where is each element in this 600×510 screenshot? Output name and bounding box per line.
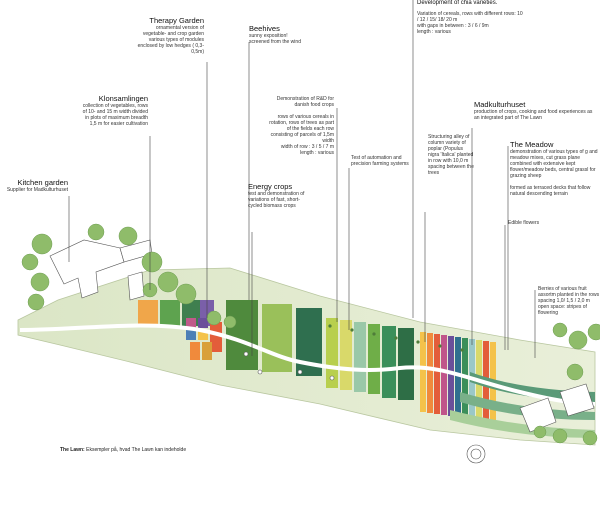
annotation-body: Test of automation and precision farming… bbox=[351, 155, 409, 167]
annotation-madkulturhuset: Madkulturhuset production of crops, cook… bbox=[474, 100, 596, 121]
annotation-body: demonstration of various types of g and … bbox=[510, 149, 598, 197]
trees bbox=[21, 223, 600, 446]
main-path bbox=[19, 323, 595, 406]
plan-markers bbox=[243, 351, 335, 381]
annotation-title: Klonsamlingen bbox=[98, 94, 148, 103]
annotation-body: production of crops, cooking and food ex… bbox=[474, 109, 593, 121]
annotation-body: collection of vegetables, rows of 10- an… bbox=[82, 103, 148, 127]
annotation-title: Therapy Garden bbox=[149, 16, 204, 25]
poplar-alley bbox=[328, 324, 464, 352]
annotation-body: Supplier for Madkulturhuset bbox=[6, 187, 68, 193]
annotation-therapy-garden: Therapy Garden ornamental version of veg… bbox=[132, 16, 204, 55]
annotation-meadow: The Meadow demonstration of various type… bbox=[510, 140, 600, 197]
leader-lines bbox=[68, 0, 536, 358]
annotation-klonsamlingen: Klonsamlingen collection of vegetables, … bbox=[80, 94, 148, 127]
annotation-body: Variation of cereals, rows with differen… bbox=[417, 11, 523, 35]
annotation-kitchen-garden: Kitchen garden Supplier for Madkulturhus… bbox=[6, 178, 68, 193]
annotation-title: Madkulturhuset bbox=[474, 100, 526, 109]
annotation-body: Structuring alley of column variety of p… bbox=[428, 134, 474, 176]
annotation-body: Berries of various fruit assortm planted… bbox=[538, 286, 600, 316]
annotation-body: test and demonstration of variations of … bbox=[248, 191, 305, 209]
annotation-berries: Berries of various fruit assortm planted… bbox=[538, 286, 600, 316]
annotation-title: The Meadow bbox=[510, 140, 554, 149]
caption-text: Eksempler på, hvad The Lawn kan indehold… bbox=[84, 447, 187, 453]
annotation-development: Development of chia varieties. Variation… bbox=[417, 0, 525, 35]
annotation-body: Edible flowers bbox=[508, 220, 540, 226]
annotation-automation: Test of automation and precision farming… bbox=[351, 155, 413, 167]
annotation-body: sunny exposition! screened from the wind bbox=[249, 33, 301, 45]
annotation-body: ornamental version of vegetable- and cro… bbox=[137, 25, 204, 55]
annotation-title: Kitchen garden bbox=[17, 178, 68, 187]
annotation-poplar-alley: Structuring alley of column variety of p… bbox=[428, 134, 474, 176]
rd-field-rows bbox=[326, 318, 414, 400]
therapy-garden-modules bbox=[186, 318, 222, 360]
caption-title: The Lawn: bbox=[60, 447, 85, 453]
annotation-title: Development of chia varieties. bbox=[417, 0, 498, 6]
annotation-title: Energy crops bbox=[248, 182, 293, 191]
buildings bbox=[49, 239, 595, 464]
annotation-body: Demonstration of R&D for danish food cro… bbox=[269, 96, 334, 156]
annotation-title: Beehives bbox=[249, 24, 280, 33]
annotation-beehives: Beehives sunny exposition! screened from… bbox=[249, 24, 305, 45]
plan-caption: The Lawn: Eksempler på, hvad The Lawn ka… bbox=[60, 447, 186, 453]
annotation-edible-flowers: Edible flowers bbox=[508, 220, 568, 226]
annotation-energy-crops: Energy crops test and demonstration of v… bbox=[248, 182, 310, 209]
annotation-rd-food-crops: Demonstration of R&D for danish food cro… bbox=[268, 96, 334, 156]
